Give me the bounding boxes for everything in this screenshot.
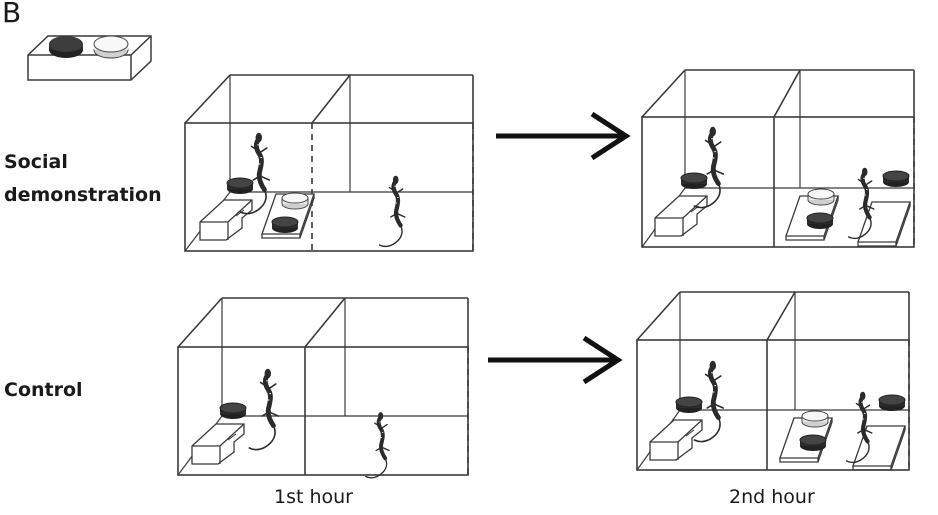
- feeder-dark-icon: [271, 216, 299, 234]
- feeder-dark-icon: [49, 36, 83, 58]
- enclosure-control-first: [177, 297, 469, 476]
- enclosure-control-second: [636, 291, 910, 471]
- panel-label: B: [2, 0, 22, 29]
- lizard-icon: [363, 410, 392, 480]
- lizard-icon: [849, 168, 874, 239]
- feeder-light-icon: [801, 410, 829, 428]
- feeder-light-icon: [807, 188, 835, 206]
- feeder-legend: [27, 35, 152, 81]
- time-label-second: 2nd hour: [729, 486, 815, 508]
- row-label-social-line1: Social: [4, 151, 68, 173]
- feeder-dark-icon: [882, 170, 910, 188]
- shelter-icon: [191, 423, 245, 465]
- feeder-dark-icon: [675, 396, 703, 414]
- arrow-icon: [496, 114, 626, 158]
- shelter-icon: [654, 195, 708, 237]
- feeder-dark-icon: [680, 172, 708, 190]
- row-label-social-line2: demonstration: [4, 184, 162, 206]
- shelter-icon: [199, 199, 253, 241]
- feeder-dark-icon: [799, 434, 827, 452]
- time-label-first: 1st hour: [274, 486, 353, 508]
- feeder-light-icon: [93, 35, 129, 59]
- feeder-dark-icon: [226, 177, 254, 195]
- feeder-dark-icon: [219, 402, 247, 420]
- feeder-dark-icon: [878, 394, 906, 412]
- enclosure-social-second: [641, 69, 915, 248]
- lizard-icon: [249, 369, 278, 450]
- lizard-icon: [380, 176, 405, 247]
- arrow-icon: [488, 338, 618, 382]
- row-label-social: Social demonstration: [4, 146, 162, 212]
- platform-icon: [852, 425, 906, 471]
- enclosure-social-first: [184, 74, 474, 252]
- row-label-control: Control: [4, 379, 83, 401]
- feeder-dark-icon: [806, 212, 834, 230]
- feeder-light-icon: [281, 192, 309, 210]
